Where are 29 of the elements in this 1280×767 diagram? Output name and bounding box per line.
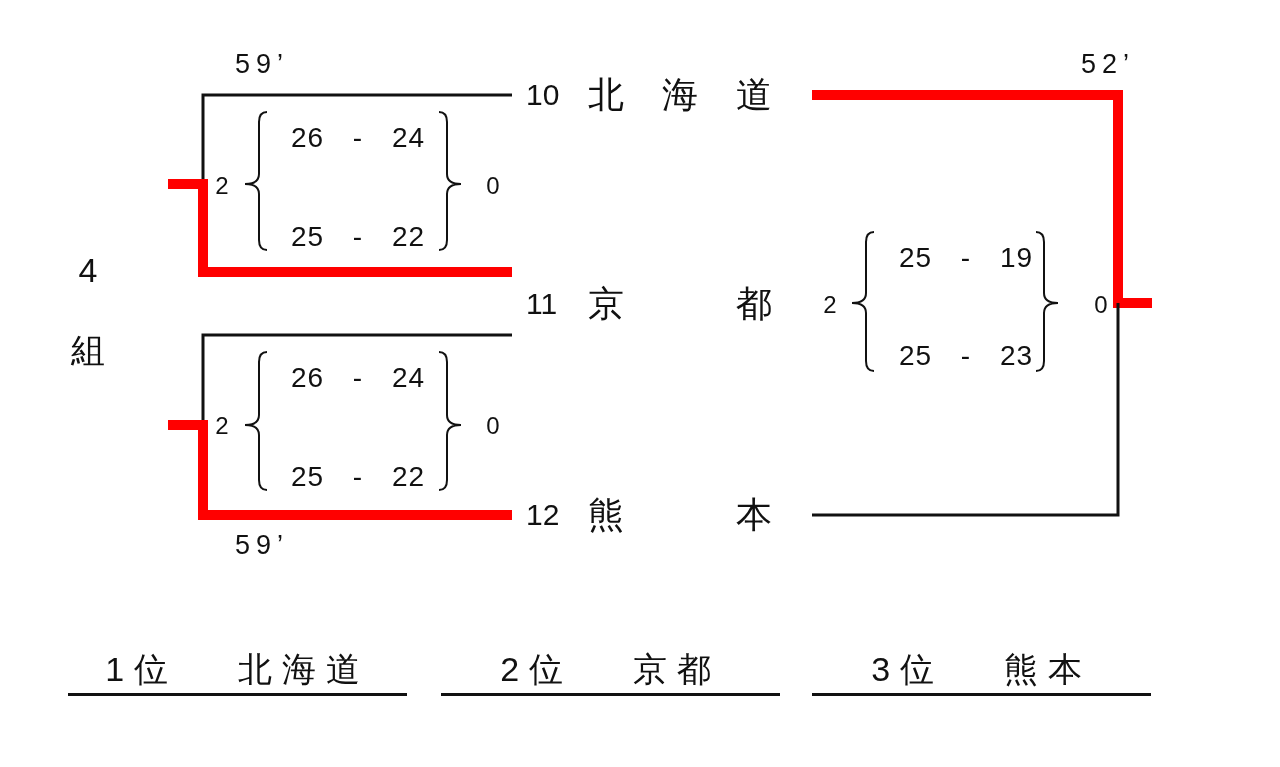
ranking-entry: 2位 京都 [441,652,780,696]
sets-won: 2 [823,293,837,317]
set-score: 25 - 22 [290,223,426,251]
sets-won: 2 [215,414,229,438]
match-duration: 59’ [235,531,289,559]
seed-number: 10 [526,80,560,110]
group-label: 4組 [71,250,105,371]
seed-number: 11 [526,289,558,319]
match-duration: 59’ [235,50,289,78]
set-score: 25 - 22 [290,463,426,491]
bracket-line [812,90,1152,308]
sets-won: 2 [215,174,229,198]
sets-won: 0 [486,174,500,198]
sets-won: 0 [1094,293,1108,317]
bracket-line [812,303,1120,517]
bracket-line [168,179,512,277]
ranking-entry: 1位 北海道 [68,652,407,696]
set-score: 25 - 19 [898,244,1034,272]
team-name: 京都 [588,286,772,322]
seed-number: 12 [526,500,560,530]
team-name: 熊本 [588,497,772,533]
ranking-entry: 3位 熊本 [812,652,1151,696]
team-name: 北海道 [588,77,772,113]
bracket-line [168,420,512,520]
set-score: 26 - 24 [290,124,426,152]
sets-won: 0 [486,414,500,438]
set-score: 25 - 23 [898,342,1034,370]
set-score: 26 - 24 [290,364,426,392]
match-duration: 52’ [1081,50,1135,78]
